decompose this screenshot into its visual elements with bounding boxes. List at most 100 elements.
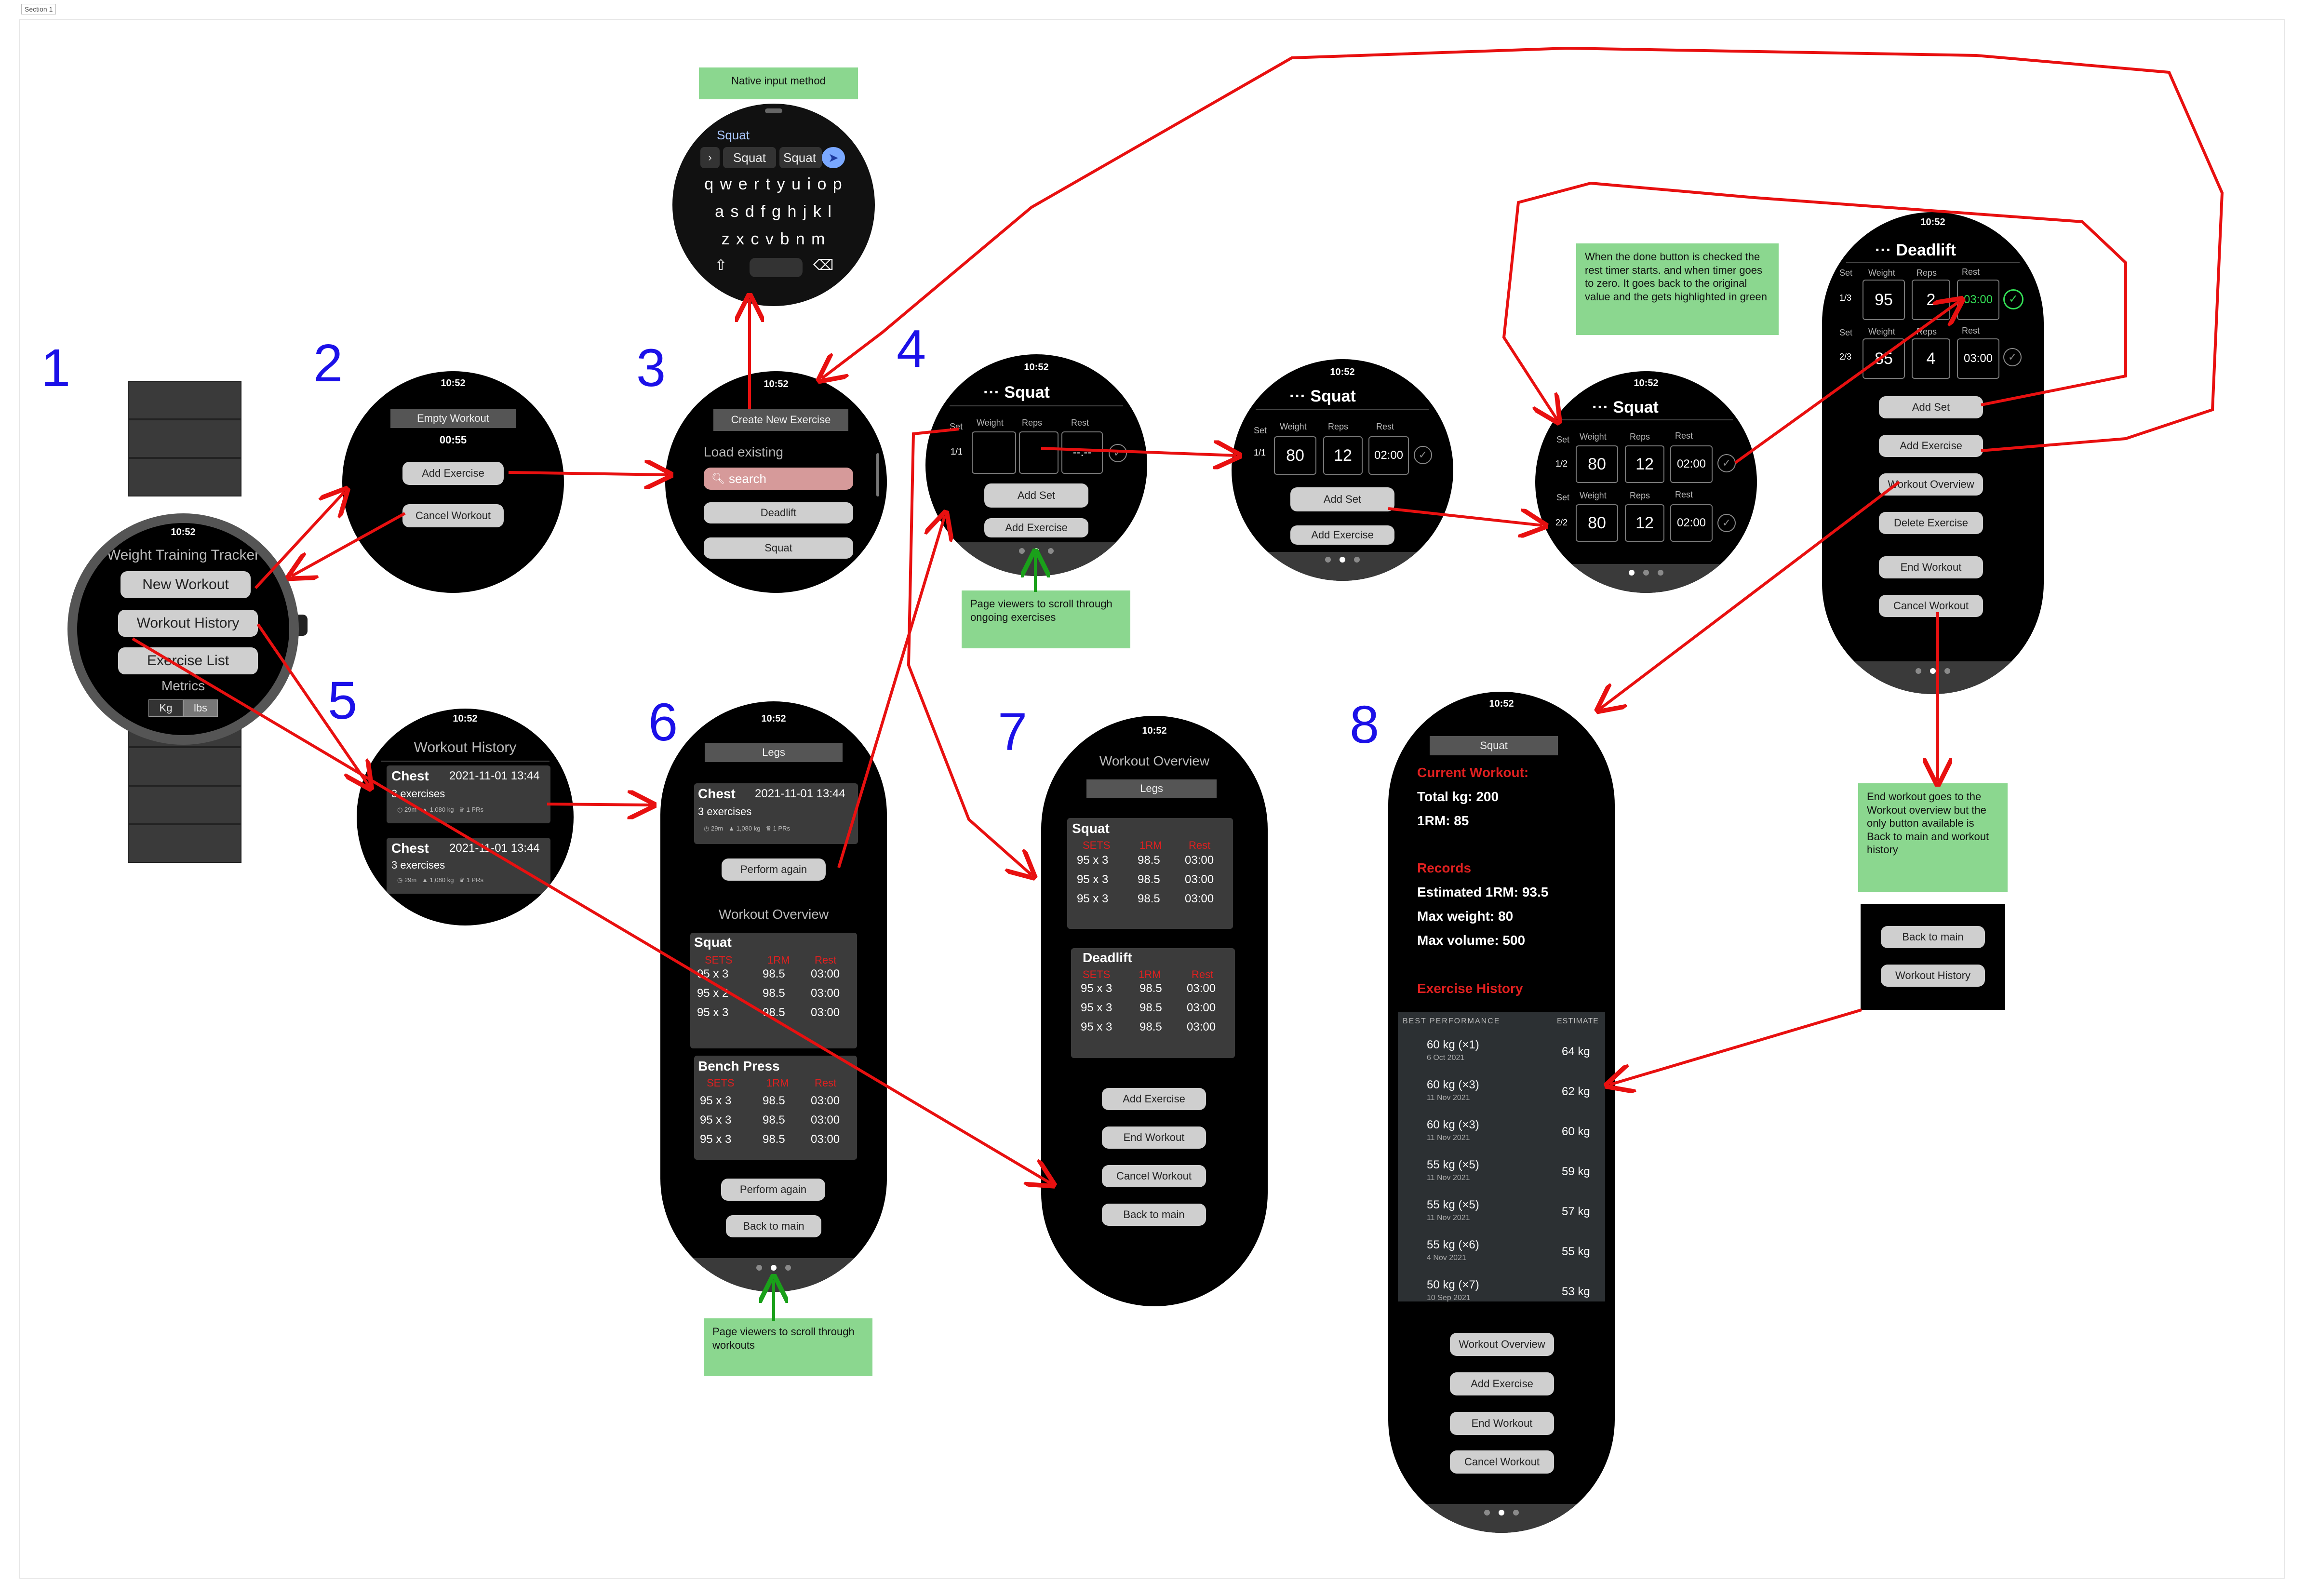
- set-cell: 95 x 3: [1077, 892, 1109, 905]
- keyboard-screen: Squat › Squat Squat ➤ q w e r t y u i o …: [672, 104, 875, 306]
- keyboard-row-1[interactable]: q w e r t y u i o p: [704, 175, 843, 193]
- load-existing-label: Load existing: [704, 444, 784, 459]
- workout-history-button[interactable]: Workout History: [1881, 965, 1985, 987]
- weight-input[interactable]: 80: [1274, 436, 1316, 475]
- weight-input[interactable]: 95: [1863, 280, 1905, 320]
- shift-icon[interactable]: ⇧: [715, 257, 727, 273]
- add-exercise-button[interactable]: Add Exercise: [402, 462, 504, 485]
- check-icon[interactable]: ✓: [2003, 348, 2022, 366]
- workout-header: Legs: [705, 743, 843, 762]
- cancel-workout-button[interactable]: Cancel Workout: [402, 504, 504, 527]
- set-index: 2/2: [1555, 518, 1568, 527]
- trophy-icon: ♛: [459, 806, 467, 813]
- add-exercise-button[interactable]: Add Exercise: [1879, 435, 1983, 457]
- suggestion-chip[interactable]: Squat: [779, 147, 822, 168]
- reps-input[interactable]: 4: [1912, 338, 1950, 379]
- delete-exercise-button[interactable]: Delete Exercise: [1879, 512, 1983, 534]
- back-to-main-button[interactable]: Back to main: [726, 1215, 821, 1237]
- add-exercise-button[interactable]: Add Exercise: [1102, 1088, 1206, 1110]
- page-indicator[interactable]: [1232, 557, 1453, 563]
- add-exercise-button[interactable]: Add Exercise: [984, 518, 1088, 537]
- rest-input[interactable]: 02:00: [1670, 504, 1713, 542]
- workout-history-button[interactable]: Workout History: [118, 610, 258, 637]
- reps-input[interactable]: [1019, 431, 1059, 474]
- step-number-3: 3: [636, 338, 666, 398]
- reps-input[interactable]: 12: [1625, 504, 1664, 542]
- card-volume: 1,080 kg: [736, 825, 761, 832]
- page-indicator[interactable]: [660, 1265, 887, 1271]
- check-icon[interactable]: ✓: [1717, 454, 1736, 472]
- add-set-button[interactable]: Add Set: [984, 483, 1088, 508]
- more-icon[interactable]: ···: [983, 383, 1005, 402]
- rest-cell: 03:00: [1185, 854, 1214, 867]
- rest-input[interactable]: 02:00: [1670, 445, 1713, 483]
- unit-lbs-toggle[interactable]: lbs: [183, 699, 218, 717]
- add-exercise-button[interactable]: Add Exercise: [1290, 525, 1394, 545]
- rest-input[interactable]: --:--: [1061, 431, 1103, 474]
- send-icon[interactable]: ➤: [822, 147, 845, 168]
- reps-input[interactable]: 12: [1323, 436, 1363, 475]
- perform-again-button[interactable]: Perform again: [722, 858, 826, 881]
- history-card[interactable]: Chest 2021-11-01 13:44 3 exercises ◷ 29m…: [387, 838, 550, 894]
- backspace-icon[interactable]: ⌫: [813, 257, 834, 273]
- new-workout-button[interactable]: New Workout: [121, 571, 251, 598]
- cancel-workout-button[interactable]: Cancel Workout: [1450, 1450, 1554, 1474]
- rest-input[interactable]: 03:00: [1957, 338, 1999, 379]
- check-icon[interactable]: ✓: [1717, 514, 1736, 532]
- reps-input[interactable]: 12: [1625, 445, 1664, 483]
- keyboard-row-3[interactable]: z x c v b n m: [721, 230, 826, 248]
- search-input[interactable]: 🔍︎ search: [704, 468, 853, 490]
- add-set-button[interactable]: Add Set: [1290, 487, 1394, 511]
- arrow-screen4-to-screen7: [907, 428, 1032, 875]
- exercise-title: ··· Squat: [1592, 398, 1659, 417]
- space-key[interactable]: [750, 258, 803, 277]
- end-workout-button[interactable]: End Workout: [1102, 1127, 1206, 1149]
- exercise-list-button[interactable]: Exercise List: [118, 647, 258, 674]
- weight-input[interactable]: 80: [1576, 504, 1618, 542]
- max-weight: Max weight: 80: [1417, 909, 1514, 924]
- cancel-workout-button[interactable]: Cancel Workout: [1102, 1165, 1206, 1187]
- suggestion-chip[interactable]: Squat: [723, 147, 776, 168]
- 1rm-cell: 98.5: [1139, 982, 1162, 995]
- add-set-button[interactable]: Add Set: [1879, 396, 1983, 418]
- col-reps: Reps: [1630, 491, 1650, 500]
- end-workout-button[interactable]: End Workout: [1879, 556, 1983, 578]
- divider: [950, 405, 1123, 406]
- back-to-main-button[interactable]: Back to main: [1102, 1204, 1206, 1226]
- end-workout-button[interactable]: End Workout: [1450, 1412, 1554, 1435]
- perform-again-button[interactable]: Perform again: [721, 1179, 825, 1201]
- unit-kg-toggle[interactable]: Kg: [148, 699, 183, 717]
- check-icon[interactable]: ✓: [2003, 289, 2024, 309]
- exercise-item-deadlift[interactable]: Deadlift: [704, 502, 853, 523]
- page-indicator[interactable]: [1388, 1510, 1615, 1516]
- history-card[interactable]: Chest 2021-11-01 13:44 3 exercises ◷ 29m…: [694, 783, 858, 844]
- history-performance: 50 kg (×7): [1427, 1278, 1479, 1291]
- cancel-workout-button[interactable]: Cancel Workout: [1879, 595, 1983, 617]
- page-indicator[interactable]: [1822, 668, 2044, 674]
- check-icon[interactable]: ✓: [1414, 446, 1432, 464]
- weight-input[interactable]: 80: [1576, 445, 1618, 483]
- scrollbar[interactable]: [876, 453, 879, 496]
- create-new-exercise-button[interactable]: Create New Exercise: [713, 409, 848, 431]
- card-duration: 29m: [710, 825, 724, 832]
- 1rm-cell: 98.5: [1138, 854, 1160, 867]
- page-indicator[interactable]: [1535, 570, 1757, 576]
- back-to-main-button[interactable]: Back to main: [1881, 926, 1985, 948]
- more-icon[interactable]: ···: [1592, 398, 1613, 416]
- history-card[interactable]: Chest 2021-11-01 13:44 3 exercises ◷ 29m…: [387, 765, 550, 823]
- exercise-item-squat[interactable]: Squat: [704, 537, 853, 559]
- chevron-right-icon[interactable]: ›: [700, 147, 720, 168]
- rest-input[interactable]: 02:00: [1368, 436, 1409, 475]
- weight-input[interactable]: [972, 431, 1016, 474]
- more-icon[interactable]: ···: [1875, 241, 1896, 259]
- workout-overview-button[interactable]: Workout Overview: [1879, 473, 1983, 496]
- more-icon[interactable]: ···: [1289, 387, 1311, 405]
- workout-overview-button[interactable]: Workout Overview: [1450, 1333, 1554, 1356]
- arrow-overview-to-screen8: [1600, 481, 1900, 709]
- set-cell: 95 x 3: [697, 1006, 729, 1019]
- add-exercise-button[interactable]: Add Exercise: [1450, 1372, 1554, 1395]
- arrow-history-to-screen7: [132, 637, 1051, 1183]
- history-estimate: 62 kg: [1562, 1085, 1590, 1098]
- keyboard-row-2[interactable]: a s d f g h j k l: [715, 202, 832, 221]
